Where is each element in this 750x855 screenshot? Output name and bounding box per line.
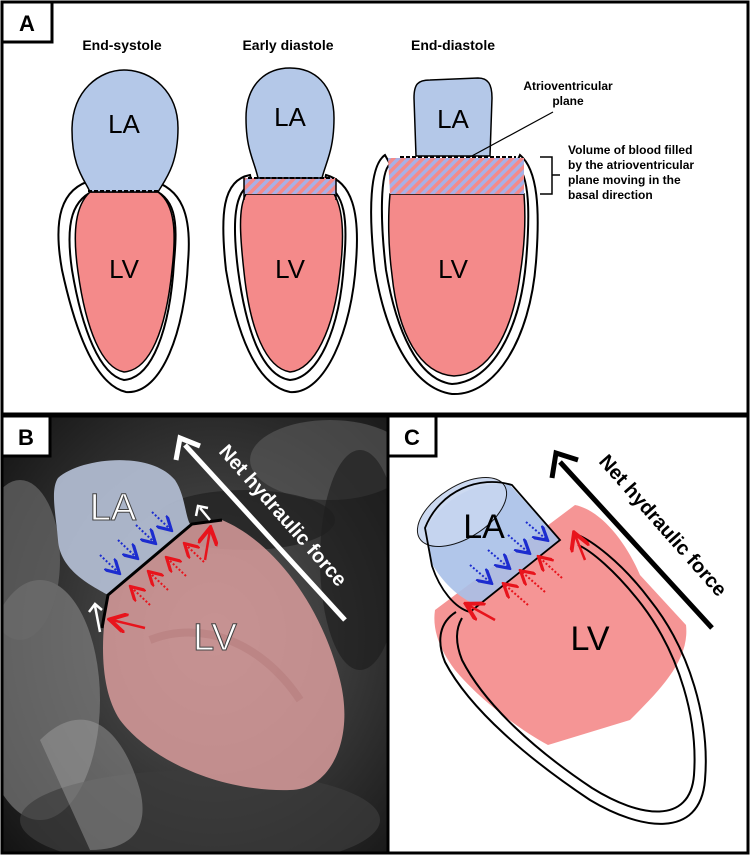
la-label: LA [90,487,137,529]
la-overlay [53,460,191,595]
heart-end-diastole: LA LV [370,77,539,396]
panel-c-letter: C [404,425,420,450]
lv-overlay [103,520,345,791]
la-label: LA [437,104,469,134]
heart-end-systole: LA LV [57,69,190,394]
la-label: LA [463,508,505,546]
lv-chamber [387,193,526,377]
panel-b-letter: B [18,425,34,450]
net-force-arrow [183,443,347,622]
la-label: LA [108,109,140,139]
red-arrows [112,530,210,628]
la-chamber [245,67,335,179]
la-chamber [71,69,179,193]
filled-volume-hatch [388,158,524,194]
lv-label: LV [570,620,609,658]
lv-chamber [74,191,175,373]
lv-label: LV [275,254,306,284]
lv-chamber [239,193,344,373]
la-chamber [413,77,493,157]
stage-title-early-diastole: Early diastole [242,37,333,53]
panel-c: C Net hydraulic force LA LV [386,414,750,855]
volume-note-line2: by the atrioventricular [568,158,694,172]
panel-a-letter: A [19,11,35,36]
volume-note-line4: basal direction [568,188,653,202]
la-label: LA [274,102,306,132]
heart-early-diastole: LA LV [222,67,358,394]
volume-note-line1: Volume of blood filled [568,143,692,157]
blue-arrows [99,511,170,572]
stage-title-end-systole: End-systole [82,37,162,53]
myocardium-wall [370,153,539,396]
lv-label: LV [438,254,469,284]
stage-title-end-diastole: End-diastole [411,37,495,53]
myocardium-wall [222,173,358,394]
volume-note-line3: plane moving in the [568,173,681,187]
myocardium-outline [439,534,707,825]
net-force-arrow [558,460,714,630]
lv-label: LV [109,254,140,284]
av-plane-line [100,518,223,629]
panel-b: Net hydraulic force LA LV B [0,414,390,855]
red-arrows [468,535,585,622]
volume-bracket [540,156,560,195]
lv-label: LV [193,617,237,659]
av-plane-annotation-line2: plane [552,94,584,108]
av-plane-annotation-line1: Atrioventricular [523,79,613,93]
blue-arrows [469,521,546,582]
av-plane-pointer [469,111,554,158]
panel-a: A End-systole Early diastole End-diastol… [0,0,750,416]
filled-volume-hatch [244,178,336,194]
